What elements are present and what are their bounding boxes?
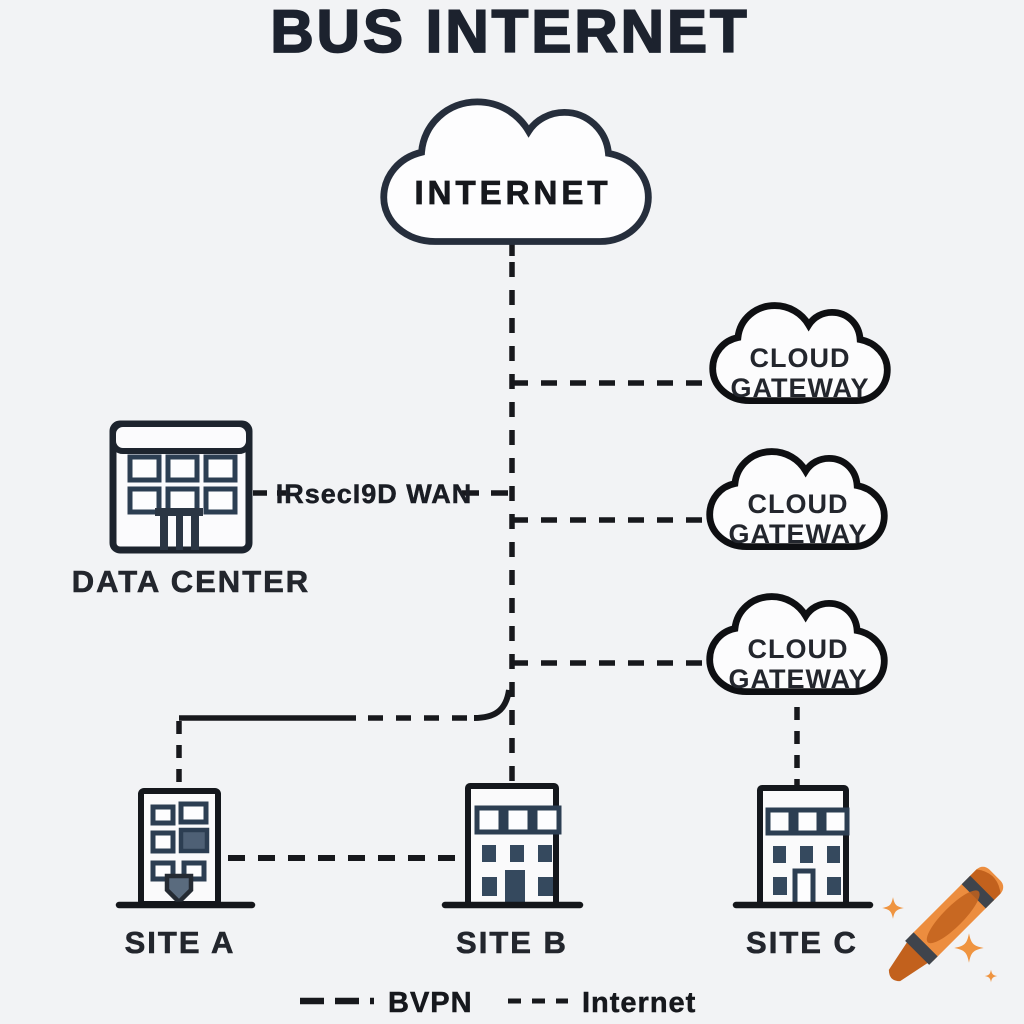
crayon-label-oval: [926, 890, 980, 944]
data-center-entrance: [155, 508, 203, 550]
window: [827, 877, 841, 895]
data-center-windows: [127, 454, 238, 515]
internet-cloud-node: INTERNET: [380, 98, 652, 245]
window: [793, 807, 822, 836]
edges: [176, 238, 800, 861]
cloud-gateway-1: CLOUD GATEWAY: [713, 306, 888, 403]
site-c-door: [792, 868, 816, 908]
crayon-end-cap: [968, 869, 1001, 902]
internet-cloud-label: INTERNET: [415, 174, 612, 211]
data-center-node: DATA CENTER: [71, 420, 310, 599]
window: [827, 846, 840, 863]
window: [474, 805, 504, 835]
sparkle-icon: [954, 933, 984, 963]
cloud-gateway-3-label-line1: CLOUD: [748, 634, 849, 664]
site-c-windows: [765, 807, 850, 895]
cloud-gateway-1-label-line1: CLOUD: [750, 343, 851, 373]
internet-cloud-shape: [380, 98, 652, 245]
site-a-label: SITE A: [125, 925, 236, 960]
door-pillar: [176, 516, 183, 550]
window: [532, 805, 562, 835]
site-c-label: SITE C: [746, 925, 858, 960]
site-a-windows: [150, 801, 210, 882]
data-center-roof-bar: [110, 421, 252, 454]
window: [165, 454, 200, 483]
window: [773, 877, 787, 895]
site-a-door-arrow: [164, 873, 194, 906]
cloud-gateway-3: CLOUD GATEWAY: [710, 597, 885, 694]
window: [127, 454, 162, 483]
window: [773, 846, 786, 863]
site-b-windows: [474, 805, 562, 896]
crayon-band-bottom: [905, 932, 938, 965]
window: [503, 805, 533, 835]
cloud-gateway-1-label-line2: GATEWAY: [730, 373, 869, 403]
data-center-label: DATA CENTER: [72, 564, 310, 599]
window: [765, 807, 794, 836]
site-b-label: SITE B: [456, 925, 568, 960]
site-b-door: [505, 870, 525, 905]
window: [482, 845, 496, 862]
diagram-title: BUS INTERNET: [270, 0, 749, 65]
cloud-gateway-3-label-line2: GATEWAY: [728, 664, 867, 694]
window: [800, 846, 813, 863]
window: [538, 845, 552, 862]
cloud-gateway-2: CLOUD GATEWAY: [710, 452, 885, 549]
window: [150, 804, 176, 826]
legend: BVPN Internet: [300, 987, 696, 1019]
door-lintel: [155, 508, 203, 516]
edge-site-a-junction-curve: [473, 689, 512, 721]
window: [538, 877, 553, 896]
door-pillar: [191, 516, 199, 550]
crayon-tip: [888, 940, 930, 982]
window: [482, 877, 497, 896]
cloud-gateway-2-label-line2: GATEWAY: [728, 519, 867, 549]
crayon-icon: [882, 866, 1004, 983]
window: [178, 801, 209, 825]
door-pillar: [160, 516, 168, 550]
cloud-gateway-2-label-line1: CLOUD: [748, 489, 849, 519]
window: [510, 845, 524, 862]
legend-bvpn-label: BVPN: [388, 987, 473, 1019]
window: [150, 830, 176, 854]
window: [821, 807, 850, 836]
site-c-node: SITE C: [732, 785, 874, 960]
site-a-node: SITE A: [115, 788, 256, 960]
legend-internet-label: Internet: [582, 987, 696, 1019]
wan-edge-label: IRsecI9D WAN: [276, 479, 473, 509]
window: [127, 486, 162, 515]
window: [203, 454, 238, 483]
sparkle-icon: [984, 969, 998, 983]
site-b-node: SITE B: [441, 783, 584, 960]
window: [178, 827, 210, 854]
sparkle-icon: [882, 897, 904, 919]
window: [203, 486, 238, 515]
